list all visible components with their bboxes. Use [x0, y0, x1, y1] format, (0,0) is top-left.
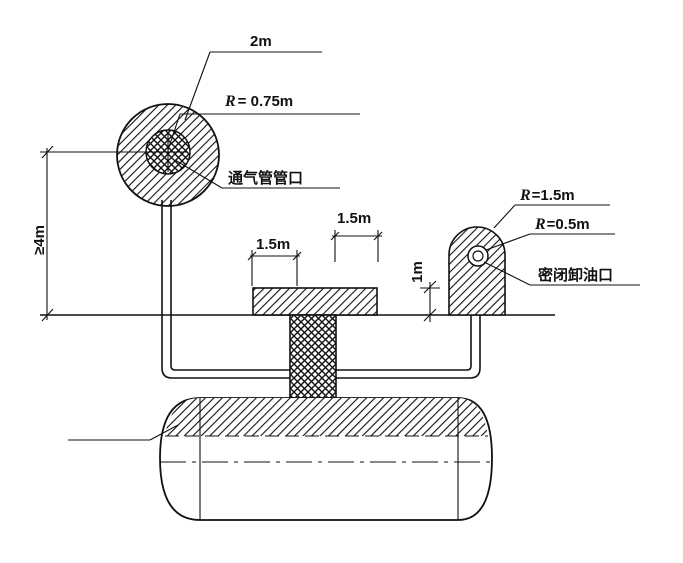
- unloading-zone: [448, 226, 506, 316]
- platform-right-dimension: 1.5m: [330, 210, 383, 262]
- platform-height-dimension: 1m: [409, 261, 440, 322]
- vent-zone: [116, 103, 220, 207]
- platform-right-width-label: 1.5m: [337, 210, 371, 227]
- riser-zone: [289, 314, 337, 399]
- sealed-unloading-port-label: 密闭卸油口: [538, 266, 613, 284]
- unload-outer-radius-label: R=1.5m: [519, 187, 575, 204]
- vent-pipe-outlet-label: 通气管管口: [228, 169, 303, 187]
- platform-height-label: 1m: [409, 261, 426, 283]
- height-min-label: ≥4m: [31, 225, 48, 255]
- unload-inner-radius-label: R=0.5m: [534, 216, 590, 233]
- outer-diameter-label: 2m: [250, 33, 272, 50]
- platform-left-width-label: 1.5m: [256, 236, 290, 253]
- platform-zone: [252, 287, 378, 316]
- vent-radius-label: R= 0.75m: [224, 93, 293, 110]
- height-dimension: ≥4m: [31, 145, 162, 322]
- platform-left-dimension: 1.5m: [247, 236, 302, 286]
- storage-tank: [159, 397, 493, 521]
- tank-hazard-zone: [165, 398, 488, 436]
